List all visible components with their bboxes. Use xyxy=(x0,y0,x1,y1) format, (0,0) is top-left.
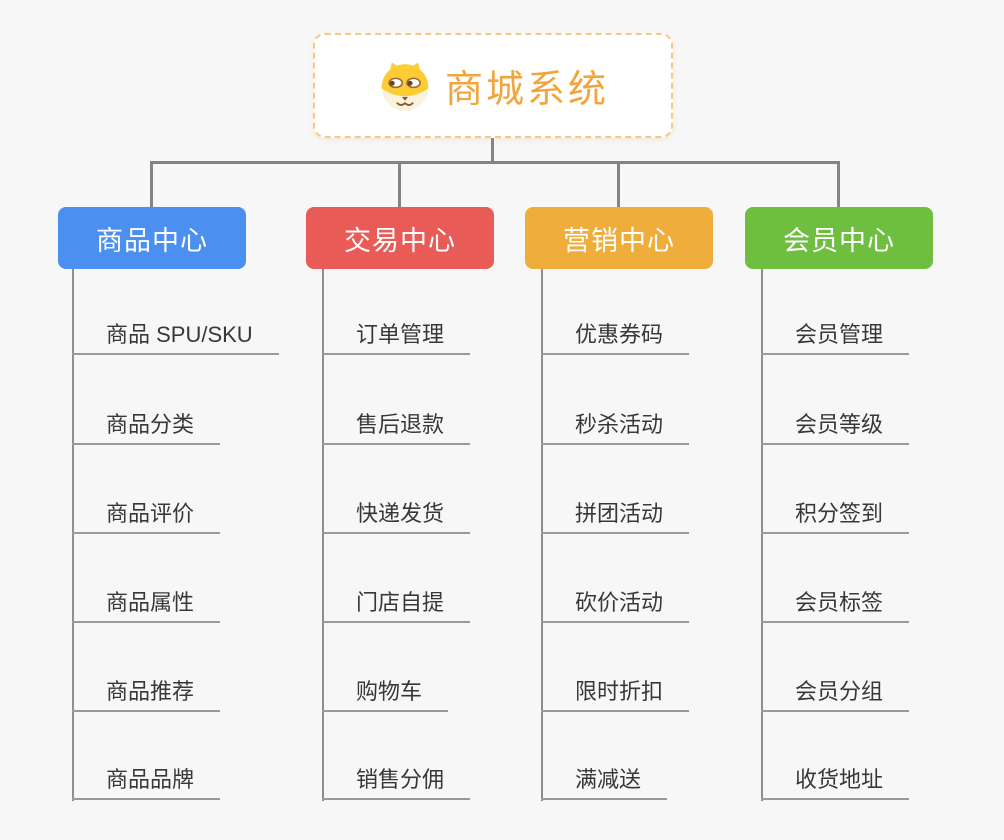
subtopic-product-recommend[interactable]: 商品推荐 xyxy=(72,674,221,712)
subtopic-group-buy[interactable]: 拼团活动 xyxy=(541,496,690,534)
subtopic-full-reduction[interactable]: 满减送 xyxy=(541,762,668,800)
subtopic-product-spu-sku[interactable]: 商品 SPU/SKU xyxy=(72,317,279,355)
subtopic-store-pickup[interactable]: 门店自提 xyxy=(322,585,471,623)
connector-branch-trade xyxy=(398,161,401,207)
subtopic-coupon-code[interactable]: 优惠券码 xyxy=(541,317,690,355)
connector-horizontal-rail xyxy=(150,161,839,164)
subtopic-aftersale-refund[interactable]: 售后退款 xyxy=(322,407,471,445)
subtopic-sales-commission[interactable]: 销售分佣 xyxy=(322,762,471,800)
spine-marketing-center xyxy=(541,269,543,801)
subtopic-product-category[interactable]: 商品分类 xyxy=(72,407,221,445)
branch-node-marketing-center[interactable]: 营销中心 xyxy=(525,207,713,269)
subtopic-product-brand[interactable]: 商品品牌 xyxy=(72,762,221,800)
root-topic-title: 商城系统 xyxy=(444,69,609,111)
connector-branch-product xyxy=(150,161,153,207)
branch-node-trade-center[interactable]: 交易中心 xyxy=(306,207,494,269)
connector-branch-marketing xyxy=(617,161,620,207)
spine-member-center xyxy=(761,269,763,801)
subtopic-shipping-address[interactable]: 收货地址 xyxy=(761,762,910,800)
subtopic-points-checkin[interactable]: 积分签到 xyxy=(761,496,910,534)
subtopic-flash-sale[interactable]: 秒杀活动 xyxy=(541,407,690,445)
subtopic-limited-time-discount[interactable]: 限时折扣 xyxy=(541,674,690,712)
subtopic-express-delivery[interactable]: 快递发货 xyxy=(322,496,471,534)
subtopic-bargain-activity[interactable]: 砍价活动 xyxy=(541,585,690,623)
subtopic-member-group[interactable]: 会员分组 xyxy=(761,674,910,712)
subtopic-member-tag[interactable]: 会员标签 xyxy=(761,585,910,623)
subtopic-product-review[interactable]: 商品评价 xyxy=(72,496,221,534)
subtopic-member-management[interactable]: 会员管理 xyxy=(761,317,910,355)
connector-root-stem xyxy=(491,138,494,164)
spine-product-center xyxy=(72,269,74,801)
dog-face-icon xyxy=(381,62,429,111)
branch-node-member-center[interactable]: 会员中心 xyxy=(745,207,933,269)
subtopic-order-management[interactable]: 订单管理 xyxy=(322,317,471,355)
root-topic-node[interactable]: 商城系统 xyxy=(313,33,673,138)
connector-branch-member xyxy=(837,161,840,207)
subtopic-product-attribute[interactable]: 商品属性 xyxy=(72,585,221,623)
spine-trade-center xyxy=(322,269,324,801)
subtopic-member-level[interactable]: 会员等级 xyxy=(761,407,910,445)
branch-node-product-center[interactable]: 商品中心 xyxy=(58,207,246,269)
subtopic-shopping-cart[interactable]: 购物车 xyxy=(322,674,449,712)
